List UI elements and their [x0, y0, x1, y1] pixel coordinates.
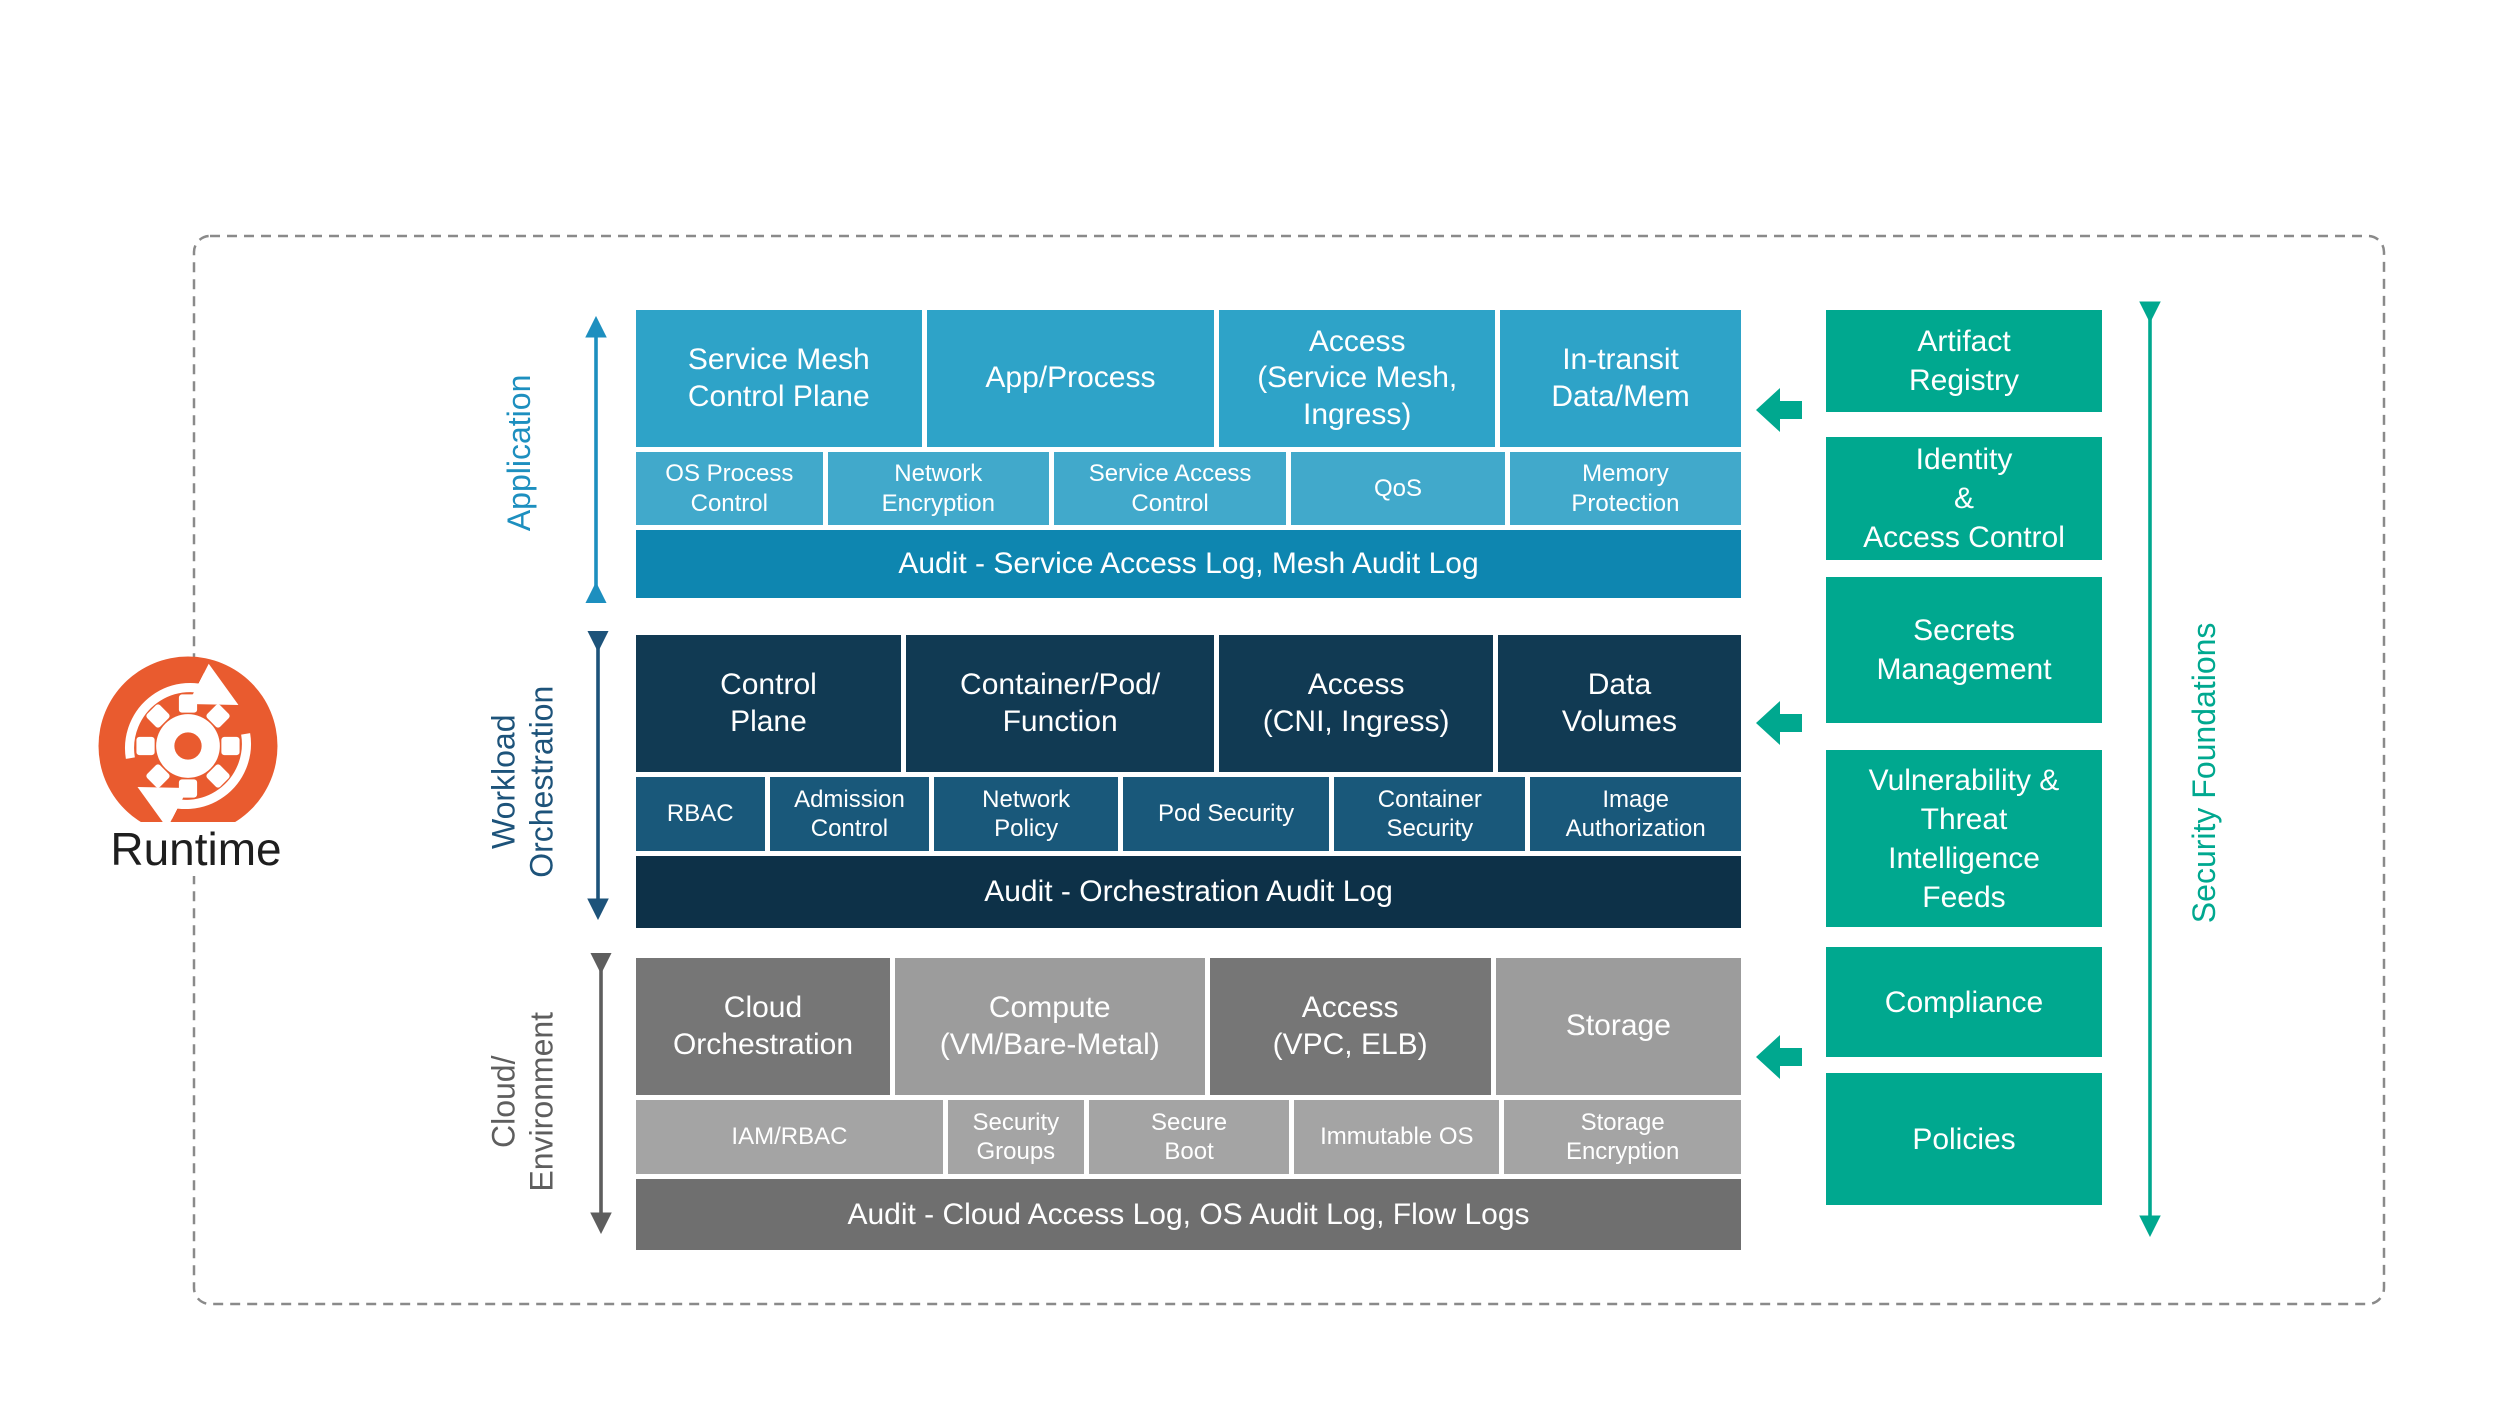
workload-cell: Access (Service Mesh, Ingress): [1219, 310, 1496, 447]
workload-controls-row: RBAC Admission Control Network Policy Po…: [636, 777, 1741, 851]
control-cell: Service Access Control: [1053, 452, 1287, 525]
workload-cell: Access (VPC, ELB): [1209, 958, 1491, 1095]
foundation-box-vulnerability-threat-intelligence-feeds: Vulnerability & Threat Intelligence Feed…: [1826, 750, 2102, 927]
control-cell: Admission Control: [769, 777, 930, 851]
control-cell: Pod Security: [1122, 777, 1330, 851]
workload-cell: Container/Pod/ Function: [905, 635, 1215, 772]
workload-cell: In-transit Data/Mem: [1500, 310, 1741, 447]
foundation-box-artifact-registry: Artifact Registry: [1826, 310, 2102, 412]
workload-span-arrow-icon: [587, 631, 609, 921]
control-cell: Memory Protection: [1509, 452, 1742, 525]
left-arrow-icon: [1756, 1035, 1802, 1079]
workload-cell: Access (CNI, Ingress): [1219, 635, 1493, 772]
foundation-box-identity-access-control: Identity & Access Control: [1826, 437, 2102, 560]
control-cell: Secure Boot: [1088, 1100, 1290, 1174]
workload-workload-row: Control Plane Container/Pod/ Function Ac…: [636, 635, 1741, 772]
control-cell: Image Authorization: [1530, 777, 1741, 851]
cloud-environment-block: Cloud Orchestration Compute (VM/Bare-Met…: [636, 958, 1742, 1250]
cloud-workload-row: Cloud Orchestration Compute (VM/Bare-Met…: [636, 958, 1741, 1095]
audit-bar: Audit - Orchestration Audit Log: [636, 856, 1741, 928]
workload-cell: Data Volumes: [1497, 635, 1741, 772]
security-foundations-span-arrow-icon: [2139, 301, 2161, 1238]
control-cell: RBAC: [636, 777, 765, 851]
workload-cell: Compute (VM/Bare-Metal): [894, 958, 1205, 1095]
application-controls-row: OS Process Control Network Encryption Se…: [636, 452, 1742, 525]
control-cell: Network Policy: [934, 777, 1118, 851]
sync-arrows-icon: [125, 663, 251, 829]
control-cell: IAM/RBAC: [636, 1100, 943, 1174]
layer-label-cloud-environment: Cloud/ Environment: [485, 1011, 559, 1192]
workload-cell: Control Plane: [636, 635, 901, 772]
audit-bar: Audit - Cloud Access Log, OS Audit Log, …: [636, 1179, 1741, 1250]
audit-bar: Audit - Service Access Log, Mesh Audit L…: [636, 530, 1741, 598]
left-arrow-icon: [1756, 701, 1802, 745]
application-span-arrow-icon: [585, 315, 607, 603]
cloud-controls-row: IAM/RBAC Security Groups Secure Boot Imm…: [636, 1100, 1742, 1174]
application-block: Service Mesh Control Plane App/Process A…: [636, 310, 1742, 598]
workload-cell: Cloud Orchestration: [636, 958, 890, 1095]
foundation-box-compliance: Compliance: [1826, 947, 2102, 1057]
control-cell: QoS: [1291, 452, 1505, 525]
application-workload-row: Service Mesh Control Plane App/Process A…: [636, 310, 1741, 447]
control-cell: Immutable OS: [1294, 1100, 1500, 1174]
security-foundations-label: Security Foundations: [2186, 622, 2223, 924]
foundation-box-secrets-management: Secrets Management: [1826, 577, 2102, 723]
cloud-span-arrow-icon: [590, 953, 612, 1235]
workload-cell: App/Process: [926, 310, 1215, 447]
control-cell: Container Security: [1334, 777, 1526, 851]
runtime-label: Runtime: [66, 822, 326, 876]
runtime-icon: [98, 656, 278, 836]
foundation-box-policies: Policies: [1826, 1073, 2102, 1205]
control-cell: Storage Encryption: [1504, 1100, 1742, 1174]
left-arrow-icon: [1756, 388, 1802, 432]
workload-cell: Service Mesh Control Plane: [636, 310, 922, 447]
control-cell: Network Encryption: [827, 452, 1049, 525]
control-cell: Security Groups: [947, 1100, 1084, 1174]
workload-cell: Storage: [1495, 958, 1741, 1095]
control-cell: OS Process Control: [636, 452, 823, 525]
workload-orchestration-block: Control Plane Container/Pod/ Function Ac…: [636, 635, 1741, 928]
